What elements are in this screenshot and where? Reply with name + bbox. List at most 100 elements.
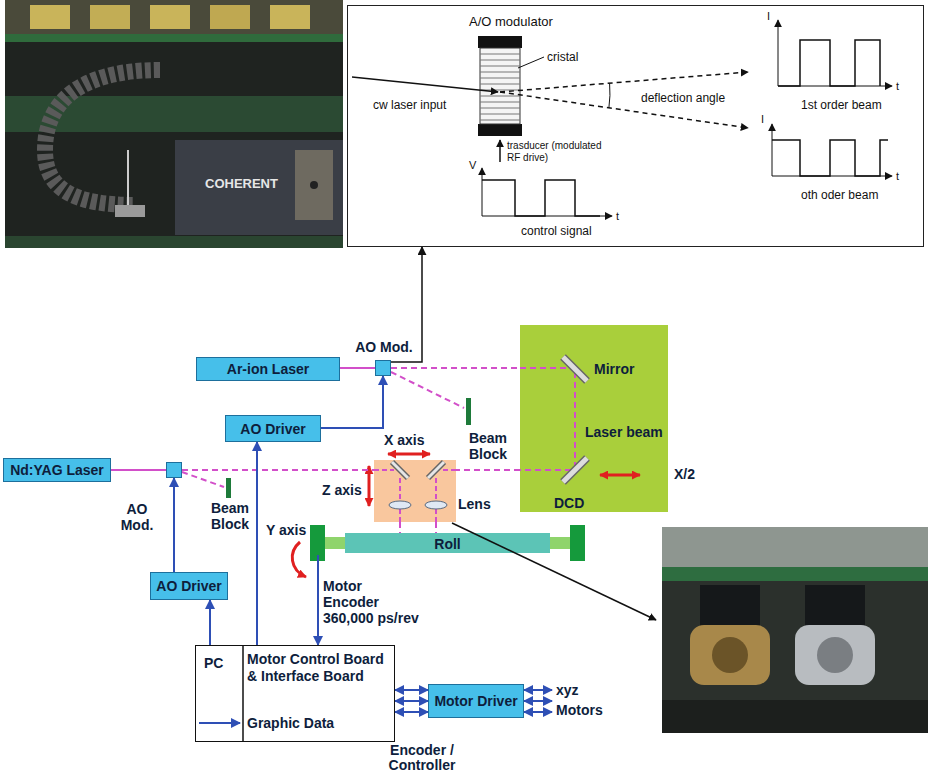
node-label: Roll xyxy=(434,536,460,552)
scan-head-optics xyxy=(389,501,411,509)
modulator-sketch xyxy=(518,57,544,68)
beam-block xyxy=(466,398,471,425)
brand-text: COHERENT xyxy=(205,176,278,192)
part-label: Beam Block xyxy=(206,500,254,532)
modulator-sketch xyxy=(478,124,522,136)
signal-arrow xyxy=(209,600,211,645)
beam-block xyxy=(226,478,231,498)
signal-label: Encoder / Controller xyxy=(378,743,466,773)
node-label: Lens xyxy=(458,496,491,512)
photo-laser-bench xyxy=(295,150,333,220)
laser-beam xyxy=(391,367,520,369)
photo-laser-bench xyxy=(310,181,318,189)
motion-label: X/2 xyxy=(674,466,695,482)
roll-drawing xyxy=(570,525,585,561)
photo-lens-stage xyxy=(795,625,875,685)
laser-beam xyxy=(399,522,401,533)
roll-body: Roll xyxy=(310,533,585,555)
photo-lens-stage xyxy=(712,637,748,673)
signal-arrow xyxy=(321,376,383,428)
pc-internals xyxy=(199,722,240,724)
callout-label: cw laser input xyxy=(373,97,446,113)
pc-internals xyxy=(242,646,244,741)
node-label: DCD xyxy=(554,495,584,511)
scan-head-optics xyxy=(388,453,430,456)
scan-head-optics xyxy=(374,460,456,522)
component-label: A/O modulator xyxy=(469,14,553,30)
scan-head-optics xyxy=(435,509,437,522)
scan-head-optics xyxy=(425,501,447,509)
scan-head-optics xyxy=(392,462,408,478)
photo-laser-bench xyxy=(30,5,70,29)
callout-label: deflection angle xyxy=(641,90,725,106)
modulator-sketch xyxy=(482,180,600,216)
dcd-stage xyxy=(563,458,587,482)
dcd-stage xyxy=(520,325,668,512)
dcd-stage xyxy=(520,469,571,471)
roll-drawing xyxy=(550,537,570,549)
signal-label: control signal xyxy=(521,223,592,239)
roll-drawing xyxy=(345,533,550,553)
photo-laser-bench xyxy=(5,34,343,42)
signal-arrow xyxy=(317,555,319,645)
laser-beam xyxy=(435,522,437,533)
node-label: Motor Control Board & Interface Board xyxy=(247,651,389,685)
part-label: xyz Motors xyxy=(556,680,616,720)
dcd-stage xyxy=(563,357,587,381)
roll-drawing xyxy=(292,542,306,577)
modulator-cube: AO Mod. xyxy=(166,462,182,478)
modulator-sketch xyxy=(500,72,748,92)
axis-label: I xyxy=(761,111,764,127)
laser-beam xyxy=(182,469,374,471)
scan-head-optics xyxy=(392,462,408,478)
scan-head: X axisZ axisLens xyxy=(374,460,456,522)
axis-label: t xyxy=(896,78,899,94)
photo-laser-bench xyxy=(175,140,343,235)
dcd-panel: MirrorLaser beamDCD xyxy=(520,325,668,512)
part-label: Beam Block xyxy=(464,430,512,462)
scan-head-optics xyxy=(374,469,394,471)
dcd-stage xyxy=(520,367,571,369)
modulator-sketch xyxy=(478,36,522,48)
photo-laser-bench xyxy=(5,236,343,248)
photo-laser-bench xyxy=(270,5,310,29)
photo-lens-stage xyxy=(662,700,928,733)
signal-arrow xyxy=(395,689,428,691)
modulator-sketch xyxy=(480,48,520,124)
node-label: Mirror xyxy=(594,361,634,377)
beam-block xyxy=(182,472,224,487)
leader-line xyxy=(452,523,656,620)
photo-lens-stage xyxy=(662,527,928,567)
inset-frame: A/O modulator cristal cw laser input deflec… xyxy=(347,5,924,247)
leader-line xyxy=(452,523,656,620)
photo-laser-bench xyxy=(5,0,343,248)
spec-label: 360,000 ps/rev xyxy=(323,610,419,626)
laser-beam xyxy=(456,469,520,471)
scan-head-optics xyxy=(428,462,444,478)
node-label: X axis xyxy=(384,432,424,448)
scan-head-optics xyxy=(368,466,371,506)
beam-label: 1st order beam xyxy=(801,97,882,113)
signal-arrow xyxy=(395,700,428,702)
axis-label: V xyxy=(469,157,476,173)
modulator-sketch xyxy=(778,20,779,86)
callout-label: cristal xyxy=(547,49,578,65)
driver-box: AO Driver xyxy=(150,572,228,600)
scan-head-optics xyxy=(428,462,444,478)
part-label: Motor Encoder xyxy=(323,578,393,610)
photo-laser-bench xyxy=(210,5,250,29)
dcd-stage xyxy=(520,325,668,512)
photo-lens-stage xyxy=(817,637,853,673)
photo-laser-bench xyxy=(115,205,145,217)
dcd-stage xyxy=(574,372,576,466)
node-label: Laser beam xyxy=(585,424,663,440)
modulator-sketch xyxy=(778,40,880,86)
dcd-stage xyxy=(600,474,640,477)
node-label: AO Driver xyxy=(240,421,305,437)
node-label: Nd:YAG Laser xyxy=(10,462,104,478)
modulator-sketch xyxy=(482,168,483,216)
node-label: PC xyxy=(204,655,223,671)
